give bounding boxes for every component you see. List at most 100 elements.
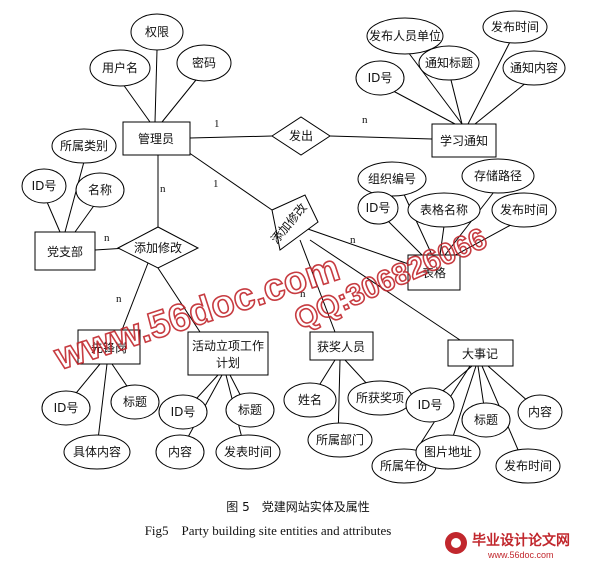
- logo-text: 毕业设计论文网: [472, 532, 570, 549]
- attr-branch-name-label: 名称: [88, 182, 112, 197]
- attr-pioneer-title-label: 标题: [123, 395, 147, 409]
- relation-add-edit-left-label: 添加修改: [134, 240, 182, 255]
- attr-winner-dept-label: 所属部门: [316, 432, 364, 447]
- entity-winner[interactable]: [309, 331, 374, 361]
- attr-admin-pwd-label: 密码: [192, 55, 216, 70]
- attr-notice-pub-unit-label: 发布人员单位: [369, 28, 441, 43]
- cardinality-label: n: [362, 114, 368, 126]
- entity-activity-label-2: 计划: [216, 356, 240, 370]
- entity-activity[interactable]: [187, 331, 269, 376]
- attr-notice-content-label: 通知内容: [510, 60, 558, 75]
- attr-notice-pub-time-label: 发布时间: [491, 19, 539, 34]
- attr-admin-perm: [130, 13, 184, 51]
- attr-pioneer-content: [63, 434, 131, 470]
- attr-form-storage: [461, 158, 535, 194]
- attr-notice-pub-unit: [366, 17, 444, 55]
- attr-activity-content-label: 内容: [168, 444, 192, 459]
- attr-notice-title: [418, 45, 480, 81]
- attr-notice-pub-time: [482, 10, 548, 44]
- entity-notice[interactable]: [431, 123, 497, 158]
- attr-activity-pub-time: [215, 434, 281, 470]
- cardinality-labels: 1 n n 1 n n n n: [104, 114, 368, 305]
- relation-publish[interactable]: [271, 116, 331, 156]
- entities: 管理员 学习通知 党支部 表格 先锋岗 活动立项工作 计划 获奖人员 大事记: [34, 121, 514, 376]
- attr-form-storage-label: 存储路径: [474, 168, 522, 183]
- attr-branch-name: [75, 172, 125, 208]
- entity-admin-label: 管理员: [138, 131, 174, 146]
- attr-activity-content: [155, 434, 205, 470]
- attr-activity-title: [225, 392, 275, 428]
- attr-activity-id-label: ID号: [171, 405, 196, 419]
- attr-admin-pwd: [176, 44, 232, 82]
- attributes: 权限 用户名 密码 发布人员单位 发布时间 ID号 通知标题 通知内容 所属类别…: [21, 10, 566, 484]
- cardinality-label: 1: [214, 118, 220, 130]
- cardinality-label: n: [300, 288, 306, 300]
- attr-pioneer-title: [110, 384, 160, 420]
- attr-form-name-label: 表格名称: [420, 202, 468, 217]
- attr-winner-award-label: 所获奖项: [356, 391, 404, 405]
- attr-winner-name: [283, 382, 337, 418]
- attr-form-org-no-label: 组织编号: [368, 171, 416, 186]
- cardinality-label: 1: [213, 178, 219, 190]
- entity-branch-label: 党支部: [47, 244, 83, 259]
- attr-events-id-label: ID号: [418, 398, 443, 412]
- attr-form-id-label: ID号: [366, 201, 391, 215]
- attr-events-id: [405, 387, 455, 423]
- entity-admin[interactable]: [122, 121, 191, 156]
- attr-form-pub-time-label: 发布时间: [500, 202, 548, 217]
- attr-branch-id-label: ID号: [32, 179, 57, 193]
- entity-events[interactable]: [447, 339, 514, 367]
- attr-form-pub-time: [491, 192, 557, 228]
- attr-events-content-label: 内容: [528, 404, 552, 419]
- attr-branch-category: [51, 128, 117, 164]
- relation-publish-label: 发出: [289, 128, 313, 143]
- attr-winner-name-label: 姓名: [298, 392, 322, 407]
- entity-activity-label-1: 活动立项工作: [192, 338, 264, 353]
- attr-events-img-label: 图片地址: [424, 445, 472, 459]
- attr-admin-user: [89, 49, 151, 87]
- attr-events-title: [461, 402, 511, 438]
- attr-events-content: [517, 394, 563, 430]
- attr-winner-dept: [307, 422, 373, 458]
- attr-branch-category-label: 所属类别: [60, 139, 108, 153]
- entity-form-label: 表格: [422, 265, 446, 280]
- cardinality-label: n: [160, 183, 166, 195]
- attr-events-year-label: 所属年份: [380, 459, 428, 473]
- cardinality-label: n: [116, 293, 122, 305]
- entity-winner-label: 获奖人员: [317, 340, 365, 354]
- entity-pioneer-label: 先锋岗: [91, 341, 127, 355]
- caption-en: Fig5 Party building site entities and at…: [145, 523, 392, 538]
- entity-branch[interactable]: [34, 231, 96, 271]
- attr-form-name: [407, 192, 481, 228]
- attr-notice-content: [502, 50, 566, 86]
- attr-activity-id: [158, 394, 208, 430]
- attr-notice-title-label: 通知标题: [425, 56, 473, 70]
- attr-pioneer-id: [41, 390, 91, 426]
- attr-notice-id-label: ID号: [368, 71, 393, 85]
- logo-url: www.56doc.com: [487, 550, 554, 560]
- entity-pioneer[interactable]: [77, 329, 141, 365]
- relation-add-edit-mid[interactable]: [271, 194, 319, 251]
- cardinality-label: n: [104, 232, 110, 244]
- attr-branch-id: [21, 168, 67, 204]
- attr-events-pub-time: [495, 448, 561, 484]
- relationships: 发出 添加修改 添加修改: [116, 116, 331, 269]
- attr-form-id: [357, 191, 399, 225]
- entity-form[interactable]: [407, 254, 461, 291]
- entity-notice-label: 学习通知: [440, 133, 488, 148]
- attr-admin-user-label: 用户名: [102, 60, 138, 75]
- attr-pioneer-content-label: 具体内容: [73, 444, 121, 459]
- relation-add-edit-left[interactable]: [116, 226, 200, 269]
- entity-events-label: 大事记: [462, 347, 498, 361]
- attr-activity-pub-time-label: 发表时间: [224, 444, 272, 459]
- attr-events-pub-time-label: 发布时间: [504, 458, 552, 473]
- attr-notice-id: [355, 60, 405, 96]
- attr-pioneer-id-label: ID号: [54, 401, 79, 415]
- attr-events-img: [415, 434, 481, 470]
- site-logo: 毕业设计论文网 www.56doc.com: [445, 532, 570, 560]
- attr-activity-title-label: 标题: [238, 403, 262, 417]
- attr-events-title-label: 标题: [474, 413, 498, 427]
- caption-zh: 图 5 党建网站实体及属性: [226, 499, 369, 514]
